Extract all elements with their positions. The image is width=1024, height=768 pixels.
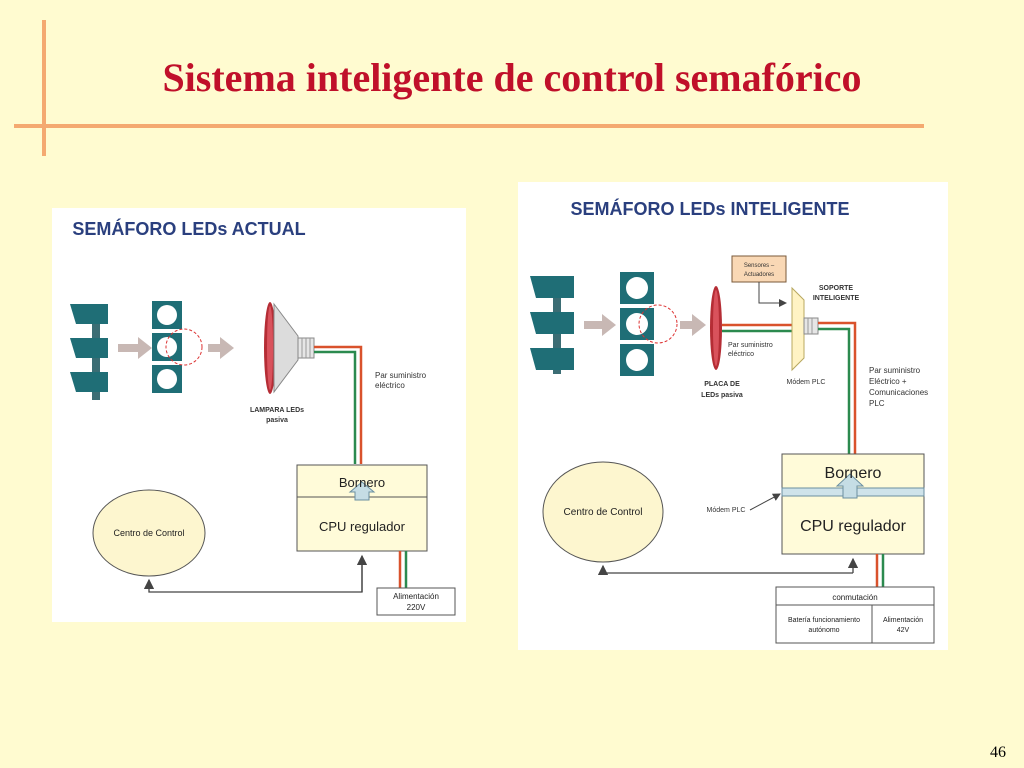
controller-cabinet [781,453,925,555]
sensors-label-line2: Actuadores [744,272,774,278]
comm-label-line2: Eléctrico + [869,377,907,386]
traffic-light-side-icon [70,304,108,400]
battery-label-line2: autónomo [808,627,839,634]
lamp-label-line2: pasiva [266,417,288,424]
supply-label-line2: eléctrico [375,381,405,390]
accent-line-vertical [42,20,46,156]
left-heading: SEMÁFORO LEDs ACTUAL [72,218,305,239]
transition-arrow-icon [584,314,616,336]
switching-box [775,586,935,644]
current-led-traffic-light-diagram: SEMÁFORO LEDs ACTUAL LAMPARA LEDs pasiva… [52,208,466,622]
communication-arrow [597,557,859,576]
communication-arrow [143,554,368,593]
power-supply-box [376,587,456,616]
control-center-ellipse [542,461,664,563]
controller-cabinet [296,464,428,552]
sensors-label-line1: Sensores – [744,263,775,269]
modem-side-arrow [749,493,781,511]
transition-arrow-icon-2 [680,314,706,336]
sensors-box [731,255,787,283]
switching-label: conmutación [832,593,877,602]
supply-label-line1: Par suministro [375,371,427,380]
comm-supply-wires [818,321,857,454]
comm-label-line4: PLC [869,399,885,408]
traffic-light-side-icon [530,276,574,374]
plate-supply-label-line1: Par suministro [728,342,773,349]
right-heading: SEMÁFORO LEDs INTELIGENTE [570,198,849,219]
bornero-label: Bornero [339,475,385,490]
transition-arrow-icon [118,337,152,359]
lamp-label-line1: LAMPARA LEDs [250,407,304,414]
plate-label-line1: PLACA DE [704,381,740,388]
bornero-label: Bornero [825,465,882,482]
control-center-label: Centro de Control [564,507,643,518]
power-wires [875,554,885,587]
supply-wires [314,345,363,464]
sensors-arrow [758,282,787,307]
support-label-line2: INTELIGENTE [813,295,860,302]
left-diagram-svg: SEMÁFORO LEDs ACTUAL LAMPARA LEDs pasiva… [70,218,456,616]
plate-supply-wires [722,323,794,333]
plate-supply-label-line2: eléctrico [728,351,754,358]
plate-label-line2: LEDs pasiva [701,392,743,399]
smart-led-traffic-light-diagram: SEMÁFORO LEDs INTELIGENTE PLACA DE LEDs … [518,182,948,650]
battery-label-line1: Batería funcionamiento [788,617,860,624]
power-wires [398,551,408,588]
modem-side-label: Módem PLC [707,507,746,514]
traffic-light-front-icon [152,301,203,393]
control-center-label: Centro de Control [113,528,184,538]
power-label-line1: Alimentación [393,592,439,601]
accent-line-horizontal [14,124,924,128]
comm-label-line3: Comunicaciones [869,388,928,397]
power-label-line2: 220V [407,603,426,612]
page-number: 46 [990,744,1006,761]
slide-title: Sistema inteligente de control semafóric… [162,55,862,100]
led-plate-icon [710,286,722,370]
power-label-line1: Alimentación [883,617,923,624]
modem-top-label: Módem PLC [787,379,826,386]
cpu-regulator-label: CPU regulador [800,518,907,535]
cpu-regulator-label: CPU regulador [319,519,406,534]
smart-support-icon [791,286,819,372]
transition-arrow-icon-2 [208,337,234,359]
comm-label-line1: Par suministro [869,366,921,375]
power-label-line2: 42V [897,627,910,634]
traffic-light-front-icon [620,272,678,376]
control-center-ellipse [92,489,206,577]
right-diagram-svg: SEMÁFORO LEDs INTELIGENTE PLACA DE LEDs … [530,198,935,644]
led-lamp-icon [264,302,315,394]
support-label-line1: SOPORTE [819,285,854,292]
